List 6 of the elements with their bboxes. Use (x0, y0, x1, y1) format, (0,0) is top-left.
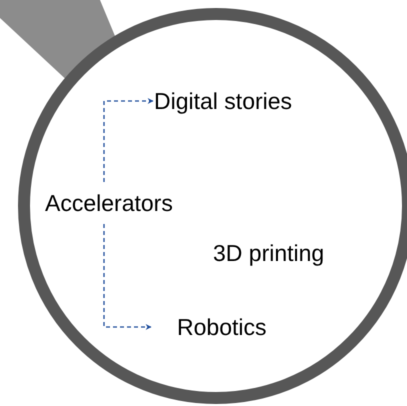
node-label: Robotics (177, 313, 266, 342)
node-label: Accelerators (45, 189, 173, 218)
dashed-arrow (103, 98, 154, 182)
topic-label: 3D printing (213, 239, 324, 268)
node-label: Digital stories (154, 87, 292, 116)
dashed-arrow (103, 224, 152, 330)
